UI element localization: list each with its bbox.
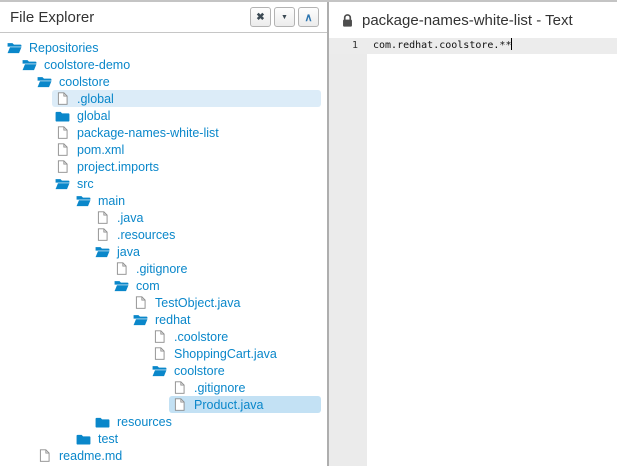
folder-open-icon [152,364,167,378]
panel-title: File Explorer [10,8,95,26]
file-icon [95,228,110,242]
file-icon [95,211,110,225]
editor-header: package-names-white-list - Text [329,2,617,38]
lock-icon [341,13,354,28]
tree-item-readme.md[interactable]: readme.md [0,447,327,464]
folder-closed-icon [95,415,110,429]
close-icon: ✖ [256,11,265,23]
code-editor[interactable]: 1 com.redhat.coolstore.** [329,38,617,466]
file-icon [172,381,187,395]
file-icon [172,398,187,412]
editor-title: package-names-white-list - Text [362,11,573,29]
tree-item-.resources[interactable]: .resources [0,226,327,243]
tree-item-repositories[interactable]: Repositories [0,39,327,56]
tree-item-.gitignore[interactable]: .gitignore [0,260,327,277]
editor-line-1[interactable]: 1 com.redhat.coolstore.** [329,38,617,54]
folder-open-icon [95,245,110,259]
chevron-up-icon: ∧ [304,11,313,24]
folder-open-icon [76,194,91,208]
collapse-panel-button[interactable]: ∧ [298,7,319,27]
tree-item-package-names-white-list[interactable]: package-names-white-list [0,124,327,141]
tree-item-redhat[interactable]: redhat [0,311,327,328]
tree-item-product.java[interactable]: Product.java [0,396,327,413]
line-text: com.redhat.coolstore.** [373,38,513,51]
tree-item-shoppingcart.java[interactable]: ShoppingCart.java [0,345,327,362]
panel-menu-button[interactable]: ▼ [274,7,295,27]
folder-open-icon [7,41,22,55]
folder-open-icon [114,279,129,293]
tree-item-src[interactable]: src [0,175,327,192]
chevron-down-icon: ▼ [281,13,288,21]
file-explorer-header: File Explorer ✖ ▼ ∧ [0,2,327,33]
tree-item-main[interactable]: main [0,192,327,209]
tree-item-test[interactable]: test [0,430,327,447]
file-icon [55,160,70,174]
folder-open-icon [22,58,37,72]
panel-splitter[interactable] [327,2,329,466]
tree-item-com[interactable]: com [0,277,327,294]
folder-closed-icon [55,109,70,123]
file-icon [55,143,70,157]
line-number: 1 [351,40,358,51]
line-number-gutter [329,38,367,466]
file-icon [152,347,167,361]
tree-item-coolstore[interactable]: coolstore [0,73,327,90]
file-icon [55,126,70,140]
tree-item-java[interactable]: java [0,243,327,260]
file-icon [133,296,148,310]
editor-panel: package-names-white-list - Text 1 com.re… [329,2,617,466]
folder-open-icon [133,313,148,327]
tree-item-coolstore[interactable]: coolstore [0,362,327,379]
tree-item-testobject.java[interactable]: TestObject.java [0,294,327,311]
folder-closed-icon [76,432,91,446]
tree-item-.gitignore[interactable]: .gitignore [0,379,327,396]
editor-lines: 1 com.redhat.coolstore.** [329,38,617,54]
tree-item-.coolstore[interactable]: .coolstore [0,328,327,345]
folder-open-icon [55,177,70,191]
tree-item-.java[interactable]: .java [0,209,327,226]
file-icon [114,262,129,276]
close-panel-button[interactable]: ✖ [250,7,271,27]
tree-item-project.imports[interactable]: project.imports [0,158,327,175]
file-icon [152,330,167,344]
tree-item-pom.xml[interactable]: pom.xml [0,141,327,158]
tree-item-coolstore-demo[interactable]: coolstore-demo [0,56,327,73]
file-explorer-panel: File Explorer ✖ ▼ ∧ Repositories coolsto… [0,2,327,466]
text-cursor [511,38,513,50]
folder-open-icon [37,75,52,89]
panel-controls: ✖ ▼ ∧ [250,7,319,27]
file-tree: Repositories coolstore-demo coolstore .g… [0,33,327,464]
tree-item-resources[interactable]: resources [0,413,327,430]
tree-item-.global[interactable]: .global [0,90,327,107]
tree-item-global[interactable]: global [0,107,327,124]
file-icon [37,449,52,463]
file-icon [55,92,70,106]
